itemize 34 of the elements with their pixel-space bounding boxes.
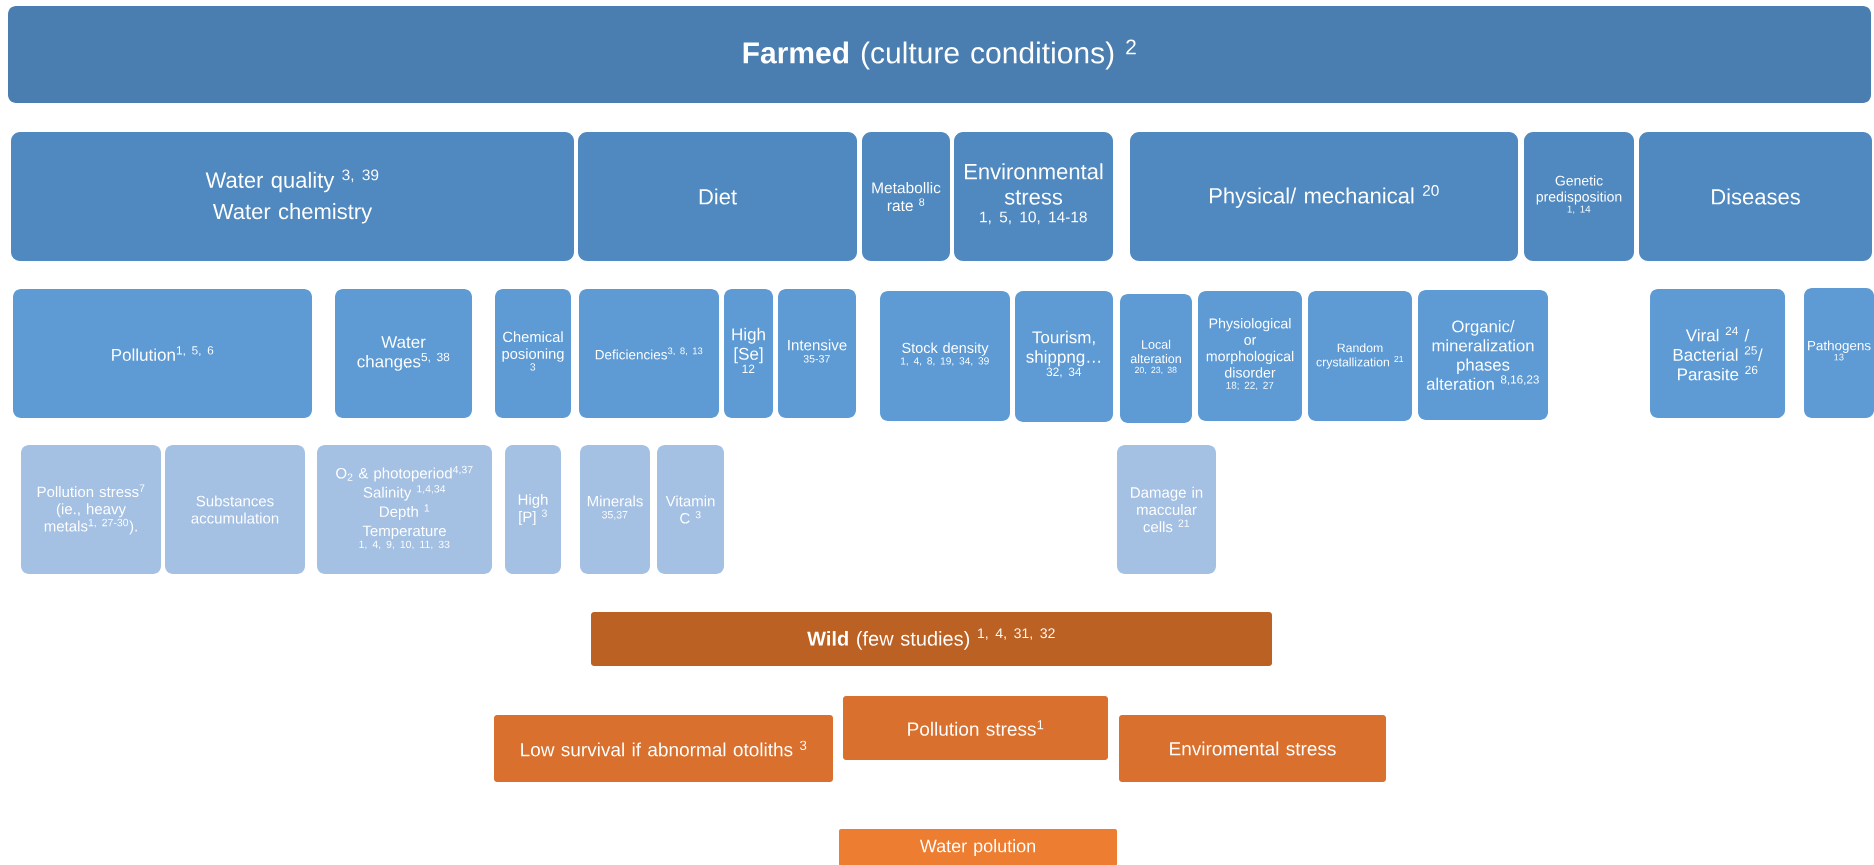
category-box: Environmental stress 1, 5, 10, 14-18 (954, 132, 1113, 261)
category-box: Enviromental stress (1119, 715, 1386, 782)
category-box: Diseases (1639, 132, 1872, 261)
category-box: Pollution$^{1, 5, 6}$ (13, 289, 312, 418)
heading-banner: Wild (few studies) $^{1, 4, 31, 32}$ (591, 612, 1272, 666)
category-box: Minerals 35,37 (580, 445, 650, 574)
category-box: Intensive 35-37 (778, 289, 856, 418)
category-box: Viral $^{24}$ / Bacterial $^{25}$/ Parasite $^{26}$ (1650, 289, 1785, 418)
category-box: Diet (578, 132, 857, 261)
category-box: Physical/ mechanical $^{20}$ (1130, 132, 1518, 261)
category-box: Low survival if abnormal otoliths $^{3}$ (494, 715, 833, 782)
category-box: Pollution stress$^{7}$ (ie., heavy metals$^{1, 27-30}$). (21, 445, 161, 574)
category-box: Metabollic rate $^{8}$ (862, 132, 950, 261)
category-box: Stock density 1, 4, 8, 19, 34, 39 (880, 291, 1010, 421)
category-box: Organic/ mineralization phases alteration $^{8,16,23}$ (1418, 290, 1548, 420)
category-box: O$_{2}$ & photoperiod$^{4,37}$ Salinity $^{1,4,34}$ Depth $^{1}$ Temperature 1, 4, 9, 10, 11, 33 (317, 445, 492, 574)
category-box: Chemical posioning 3 (495, 289, 571, 418)
category-box: Water polution (839, 829, 1117, 865)
category-box: Random crystallization $^{21}$ (1308, 291, 1412, 421)
category-box: Water changes$^{5, 38}$ (335, 289, 472, 418)
category-box: Local alteration 20, 23, 38 (1120, 294, 1192, 423)
category-box: High [P] $^{3}$ (505, 445, 561, 574)
category-box: Pathogens 13 (1804, 288, 1874, 418)
category-box: Damage in maccular cells $^{21}$ (1117, 445, 1216, 574)
category-box: Substances accumulation (165, 445, 305, 574)
category-box: Pollution stress$^{1}$ (843, 696, 1108, 760)
category-box: Physiological or morphological disorder 18; 22, 27 (1198, 291, 1302, 421)
category-box: Tourism, shippng… 32, 34 (1015, 291, 1113, 422)
category-box: Deficiencies$^{3, 8, 13}$ (579, 289, 719, 418)
heading-banner: Farmed (culture conditions) $^{2}$ (8, 6, 1871, 103)
category-box: Genetic predisposition 1, 14 (1524, 132, 1634, 261)
category-box: Water quality $^{3, 39}$ Water chemistry (11, 132, 574, 261)
category-box: High [Se] 12 (724, 289, 773, 418)
category-box: Vitamin C $^{3}$ (657, 445, 724, 574)
